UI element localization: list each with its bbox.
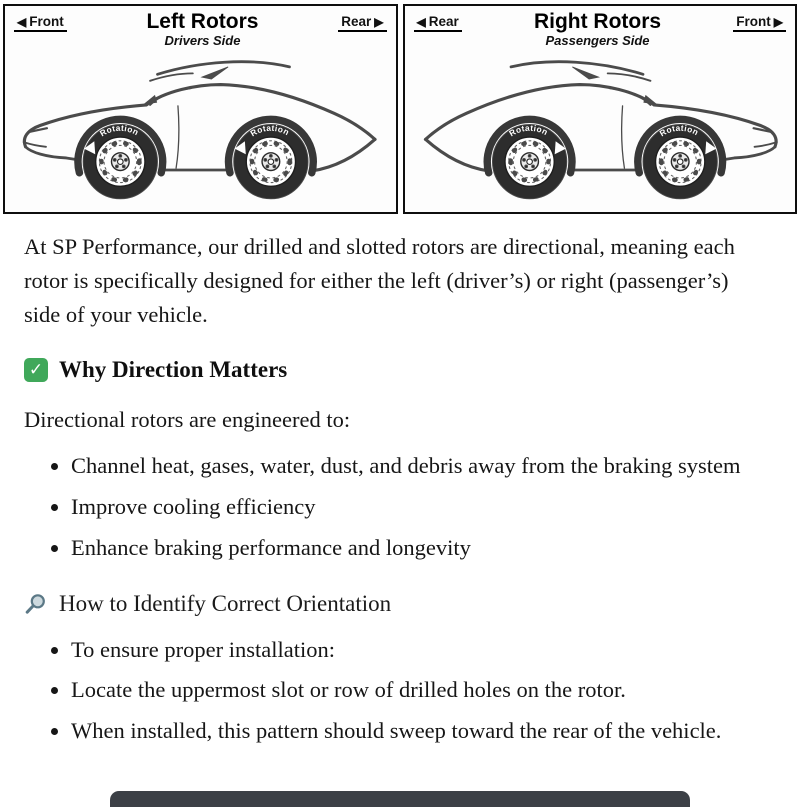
identify-orientation-heading: How to Identify Correct Orientation [24, 591, 770, 617]
intro-paragraph: At SP Performance, our drilled and slott… [24, 234, 735, 327]
bullet-item: Locate the uppermost slot or row of dril… [71, 673, 770, 707]
panel-title: Right Rotors [533, 10, 662, 33]
rotation-arrow-icon [84, 141, 96, 155]
rotor-orientation-diagram: ◀ Front Left Rotors Drivers Side Rear ▶ … [0, 0, 800, 214]
bullet-item: Improve cooling efficiency [71, 490, 770, 524]
panel-subtitle: Passengers Side [545, 33, 650, 49]
left-arrow-icon: ◀ [17, 14, 27, 29]
how-bullet-list: To ensure proper installation: Locate th… [24, 633, 770, 748]
right-panel-titles: Right Rotors Passengers Side [533, 10, 662, 49]
left-rotors-panel: ◀ Front Left Rotors Drivers Side Rear ▶ … [3, 4, 398, 214]
direction-label: Front [29, 14, 64, 29]
magnifying-glass-icon [24, 592, 48, 616]
bullet-item: When installed, this pattern should swee… [71, 714, 770, 748]
right-car-illustration: Rotation Rotation [405, 52, 796, 210]
left-car-illustration: Rotation Rotation [5, 52, 396, 210]
right-arrow-icon: ▶ [773, 14, 783, 29]
direction-label: Front [736, 14, 771, 29]
rotation-arrow-icon [554, 141, 566, 155]
why-lead-text: Directional rotors are engineered to: [24, 407, 351, 433]
bottom-bar-partial[interactable] [110, 791, 690, 807]
right-rotors-panel: ◀ Rear Right Rotors Passengers Side Fron… [402, 4, 797, 214]
front-direction-indicator: ◀ Front [14, 14, 67, 32]
rear-direction-indicator: Rear ▶ [338, 14, 387, 32]
left-panel-titles: Left Rotors Drivers Side [146, 10, 259, 49]
right-panel-header: ◀ Rear Right Rotors Passengers Side Fron… [405, 6, 796, 48]
right-arrow-icon: ▶ [374, 14, 384, 29]
panel-title: Left Rotors [146, 10, 259, 33]
rear-direction-indicator: ◀ Rear [413, 14, 462, 32]
why-direction-matters-heading: ✓ Why Direction Matters [24, 357, 770, 383]
section-title: How to Identify Correct Orientation [59, 590, 392, 616]
left-panel-header: ◀ Front Left Rotors Drivers Side Rear ▶ [5, 6, 396, 48]
why-bullet-list: Channel heat, gases, water, dust, and de… [24, 449, 770, 564]
bullet-item: Channel heat, gases, water, dust, and de… [71, 449, 770, 483]
panel-subtitle: Drivers Side [164, 33, 241, 49]
rotation-arrow-icon [704, 141, 716, 155]
direction-label: Rear [341, 14, 372, 29]
bullet-item: To ensure proper installation: [71, 633, 770, 667]
section-title: Why Direction Matters [59, 357, 288, 383]
left-arrow-icon: ◀ [416, 14, 426, 29]
front-direction-indicator: Front ▶ [733, 14, 786, 32]
bullet-item: Enhance braking performance and longevit… [71, 531, 770, 565]
green-check-icon: ✓ [24, 358, 48, 383]
article-content: At SP Performance, our drilled and slott… [0, 214, 800, 748]
direction-label: Rear [428, 14, 459, 29]
rotation-arrow-icon [234, 141, 246, 155]
